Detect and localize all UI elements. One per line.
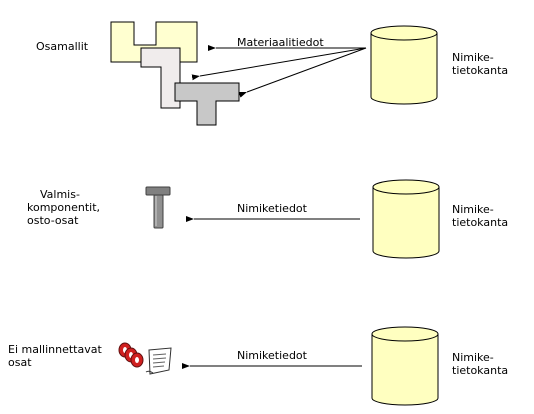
cylinder-database-icon	[371, 326, 439, 406]
arrow	[238, 47, 367, 98]
row-1-db-label-line-2: tietokanta	[452, 64, 508, 77]
t-shaped-part-icon	[174, 82, 240, 126]
row-1-db-label-line-1: Nimike-	[452, 51, 494, 64]
cylinder-database-icon	[372, 179, 440, 259]
row-3-label-line-2: osat	[8, 356, 32, 369]
material-data-arrows	[191, 45, 367, 98]
rings-icon	[118, 342, 144, 368]
document-scroll-icon	[145, 347, 172, 375]
row-2-label-line-1: Valmis-	[40, 188, 80, 201]
row-3-db-label-line-1: Nimike-	[452, 351, 494, 364]
row-1: Osamallit Materiaalitiedot Nimike- tieto…	[36, 21, 508, 126]
arrow	[191, 47, 367, 81]
cylinder-database-icon	[370, 25, 438, 105]
row-2-db-label-line-1: Nimike-	[452, 203, 494, 216]
row-3-arrow-label: Nimiketiedot	[237, 349, 308, 362]
t-shaped-part-icon	[140, 47, 181, 109]
row-1-label-line-1: Osamallit	[36, 40, 89, 53]
row-3-db-label-line-2: tietokanta	[452, 364, 508, 377]
row-3-label-line-1: Ei mallinnettavat	[8, 343, 102, 356]
part-models-icon	[110, 21, 240, 126]
row-2-label-line-3: osto-osat	[27, 214, 79, 227]
row-3: Ei mallinnettavat osat Nimiketiedot Nimi…	[8, 326, 508, 406]
row-2-arrow-label: Nimiketiedot	[237, 202, 308, 215]
row-1-arrow-label: Materiaalitiedot	[237, 36, 324, 49]
row-2-label-line-2: komponentit,	[27, 201, 100, 214]
bolt-icon	[145, 186, 171, 229]
row-2: Valmis- komponentit, osto-osat Nimiketie…	[27, 179, 508, 259]
row-2-db-label-line-2: tietokanta	[452, 216, 508, 229]
